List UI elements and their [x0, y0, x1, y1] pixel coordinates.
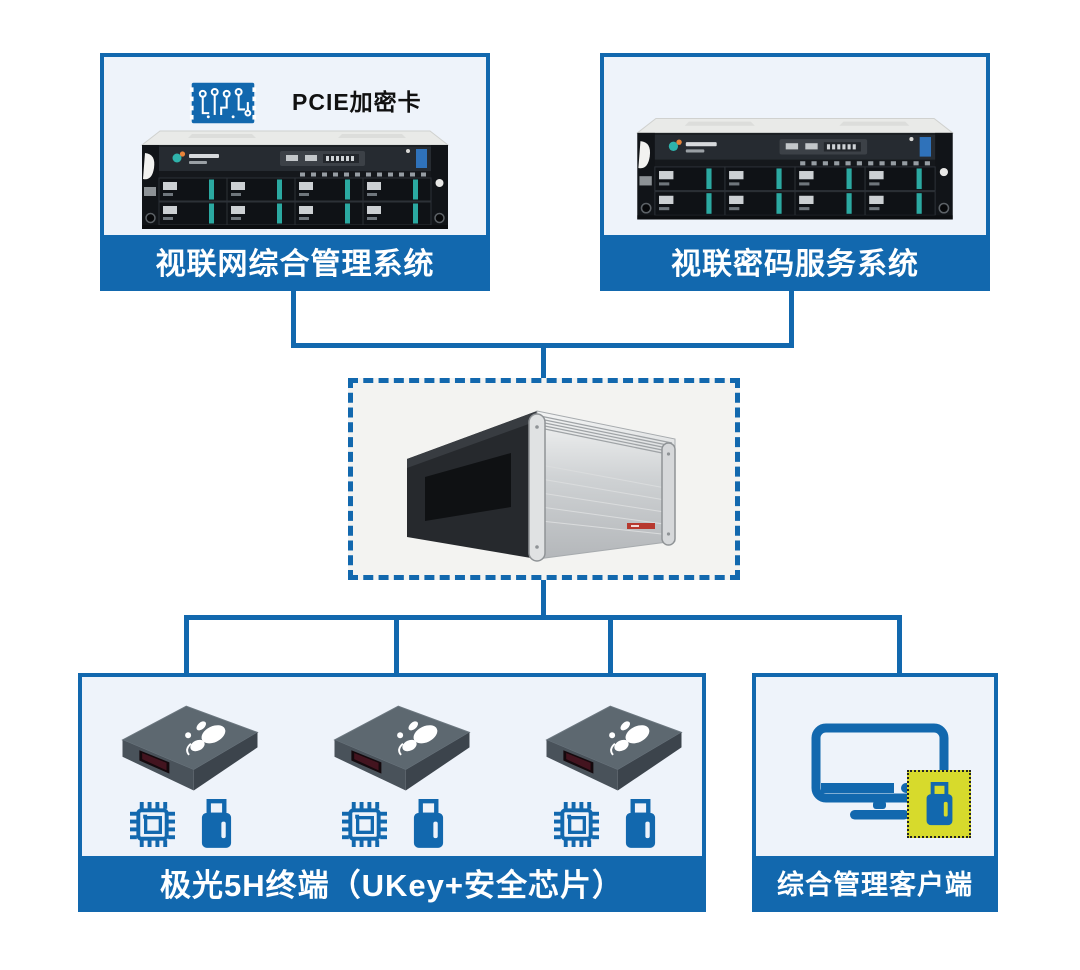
terminal-device-image	[539, 696, 689, 796]
rack-server-image	[130, 125, 460, 237]
node-label-terminals: 极光5H终端（UKey+安全芯片）	[82, 856, 702, 908]
connector-line	[608, 618, 613, 676]
connector-line	[897, 618, 902, 676]
ukey-icon	[411, 799, 446, 850]
node-terminals: 极光5H终端（UKey+安全芯片）	[78, 673, 706, 912]
connector-line	[291, 291, 296, 347]
terminal-device-image	[327, 696, 477, 796]
node-label-crypto-system: 视联密码服务系统	[604, 235, 986, 287]
node-mgmt-system: PCIE加密卡 视联网综合管理系统	[100, 53, 490, 291]
security-chip-icon	[554, 802, 599, 847]
connector-line	[184, 618, 189, 676]
node-core-device	[348, 378, 740, 580]
rack-server-image	[625, 112, 965, 228]
node-crypto-system: 视联密码服务系统	[600, 53, 990, 291]
ukey-icon	[623, 799, 658, 850]
connector-line	[541, 578, 546, 620]
pcie-card-icon	[188, 80, 258, 126]
connector-line	[541, 348, 546, 380]
ukey-highlight-badge	[907, 770, 971, 838]
security-chip-icon	[130, 802, 175, 847]
industrial-chassis-image	[379, 387, 709, 572]
connector-line	[789, 291, 794, 347]
pcie-card-label: PCIE加密卡	[292, 89, 422, 115]
node-label-client: 综合管理客户端	[756, 856, 994, 908]
security-chip-icon	[342, 802, 387, 847]
connector-line	[184, 615, 902, 620]
terminal-device-image	[115, 696, 265, 796]
connector-line	[394, 618, 399, 676]
connector-line	[291, 343, 794, 348]
node-client: 综合管理客户端	[752, 673, 998, 912]
ukey-icon	[924, 782, 955, 827]
ukey-icon	[199, 799, 234, 850]
node-label-mgmt-system: 视联网综合管理系统	[104, 235, 486, 287]
